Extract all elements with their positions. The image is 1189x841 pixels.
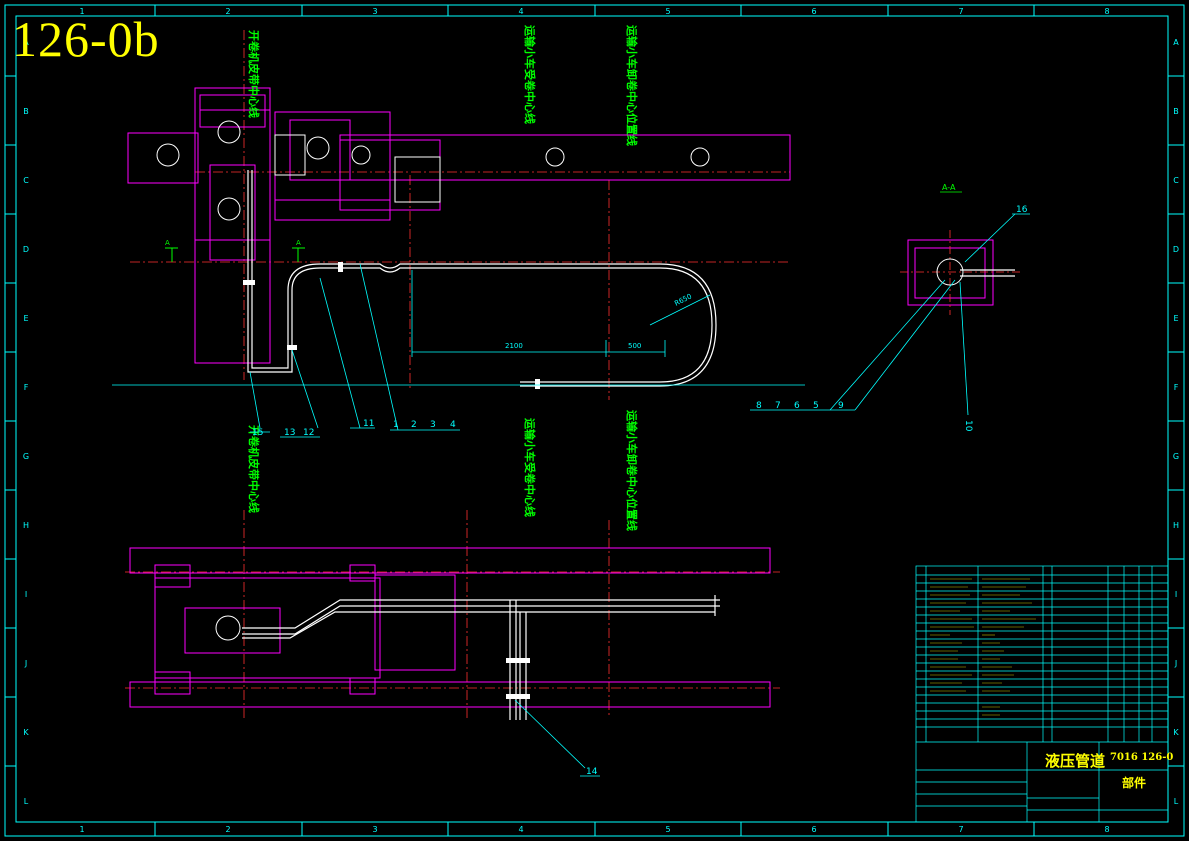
row-label-left: I — [25, 590, 27, 599]
callout-8: 8 — [756, 401, 762, 411]
col-label-top: 8 — [1104, 7, 1109, 16]
col-label-bottom: 2 — [225, 825, 230, 834]
leaders — [249, 213, 1030, 777]
drawing-frame — [4, 4, 1185, 837]
callout-10: 10 — [963, 420, 973, 432]
row-label-right: H — [1173, 521, 1179, 530]
col-label-bottom: 3 — [372, 825, 377, 834]
centerline-note-5: 运输小车受卷中心线 — [523, 418, 537, 517]
col-label-bottom: 5 — [665, 825, 670, 834]
col-label-top: 1 — [79, 7, 84, 16]
centerline-note-4: 开卷机皮带中心线 — [247, 425, 261, 513]
col-label-top: 5 — [665, 7, 670, 16]
row-label-right: C — [1173, 176, 1179, 185]
centerline-note-6: 运输小车卸卷中心位置线 — [625, 410, 639, 531]
row-label-left: C — [23, 176, 29, 185]
title-block-drawing-no: 7016 126-0 — [1110, 752, 1174, 763]
row-label-right: A — [1173, 38, 1179, 47]
section-a-left: A — [165, 239, 170, 247]
callout-11: 11 — [363, 419, 374, 429]
section-a-right: A — [296, 239, 301, 247]
parts-list-text-marks — [930, 578, 1036, 716]
row-label-left: D — [23, 245, 29, 254]
callout-16: 16 — [1016, 205, 1028, 215]
callout-6: 6 — [794, 401, 800, 411]
col-label-bottom: 7 — [958, 825, 963, 834]
col-label-bottom: 8 — [1104, 825, 1109, 834]
section-a-a: A-A — [900, 183, 1020, 315]
col-label-top: 3 — [372, 7, 377, 16]
centerline-note-3: 运输小车卸卷中心位置线 — [625, 25, 639, 146]
row-label-left: J — [24, 659, 27, 668]
col-label-top: 7 — [958, 7, 963, 16]
col-label-top: 4 — [518, 7, 523, 16]
dim-500: 500 — [628, 342, 641, 350]
callout-9: 9 — [838, 401, 844, 411]
col-label-bottom: 6 — [811, 825, 816, 834]
row-label-left: H — [23, 521, 29, 530]
callout-1: 1 — [393, 420, 399, 430]
callout-7: 7 — [775, 401, 781, 411]
row-label-right: J — [1174, 659, 1177, 668]
upper-view: 2100 500 R650 A A 开卷机皮带中心线 运输小车受卷中心线 运输小… — [112, 25, 805, 400]
col-label-bottom: 4 — [518, 825, 523, 834]
callout-2: 2 — [411, 420, 417, 430]
row-label-left: L — [24, 797, 29, 806]
row-label-right: G — [1173, 452, 1179, 461]
row-label-left: A — [23, 38, 29, 47]
centerline-note-2: 运输小车受卷中心线 — [523, 25, 537, 124]
row-label-right: D — [1173, 245, 1179, 254]
parts-list — [915, 565, 1169, 823]
row-label-left: G — [23, 452, 29, 461]
callout-15: 15 — [252, 428, 263, 438]
title-block-sub: 部件 — [1122, 776, 1147, 790]
callout-14: 14 — [586, 767, 598, 777]
callout-12: 12 — [303, 428, 314, 438]
drawing-id-badge: 126-0b — [12, 11, 160, 67]
row-label-right: I — [1175, 590, 1177, 599]
lower-view: 开卷机皮带中心线 运输小车受卷中心线 运输小车卸卷中心位置线 — [125, 410, 780, 720]
row-label-right: F — [1174, 383, 1179, 392]
row-label-right: B — [1173, 107, 1179, 116]
callout-4: 4 — [450, 420, 456, 430]
col-label-top: 2 — [225, 7, 230, 16]
dim-radius: R650 — [673, 292, 693, 307]
callout-13: 13 — [284, 428, 295, 438]
dim-2100: 2100 — [505, 342, 523, 350]
callout-5: 5 — [813, 401, 819, 411]
centerline-note-1: 开卷机皮带中心线 — [247, 30, 261, 118]
callout-3: 3 — [430, 420, 436, 430]
row-label-left: K — [23, 728, 29, 737]
row-label-right: E — [1173, 314, 1178, 323]
row-label-left: E — [23, 314, 28, 323]
row-label-right: L — [1174, 797, 1179, 806]
row-label-left: B — [23, 107, 29, 116]
col-label-top: 6 — [811, 7, 816, 16]
section-a-a-title: A-A — [942, 183, 956, 192]
title-block-name: 液压管道 — [1045, 752, 1106, 770]
col-label-bottom: 1 — [79, 825, 84, 834]
row-label-left: F — [24, 383, 29, 392]
row-label-right: K — [1173, 728, 1179, 737]
